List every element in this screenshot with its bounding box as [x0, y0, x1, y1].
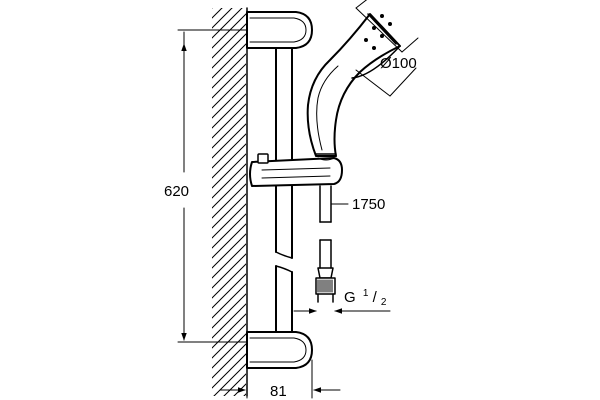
spray-nozzles — [364, 14, 392, 50]
thread-label-prefix: G — [344, 289, 356, 306]
hose-length-dimension: 1750 — [330, 196, 385, 213]
rail-break-upper — [275, 251, 293, 259]
hose-length-label: 1750 — [352, 196, 385, 213]
hose — [317, 185, 334, 279]
slider-holder — [249, 153, 343, 187]
wall — [212, 7, 248, 397]
width-dimension: 81 — [219, 359, 341, 400]
head-diameter-label: Ø100 — [380, 55, 417, 72]
head-diameter-dimension: Ø100 — [355, 0, 419, 97]
hand-shower — [306, 7, 403, 161]
upper-bracket — [246, 11, 313, 49]
thread-dimension: G 1 / 2 — [291, 283, 391, 319]
width-label: 81 — [270, 383, 287, 400]
thread-numerator: 1 — [363, 288, 369, 299]
lower-bracket — [246, 331, 313, 369]
wall-hatching — [212, 8, 246, 396]
height-label: 620 — [164, 183, 189, 200]
thread-denominator: 2 — [381, 297, 387, 308]
thread-label: G 1 / 2 — [344, 283, 387, 308]
thread-slash: / — [373, 289, 378, 306]
slider-release-button — [257, 153, 269, 164]
rail — [275, 47, 293, 333]
rail-break-lower — [275, 265, 293, 273]
height-dimension: 620 — [164, 29, 247, 343]
hose-nut — [315, 277, 336, 303]
